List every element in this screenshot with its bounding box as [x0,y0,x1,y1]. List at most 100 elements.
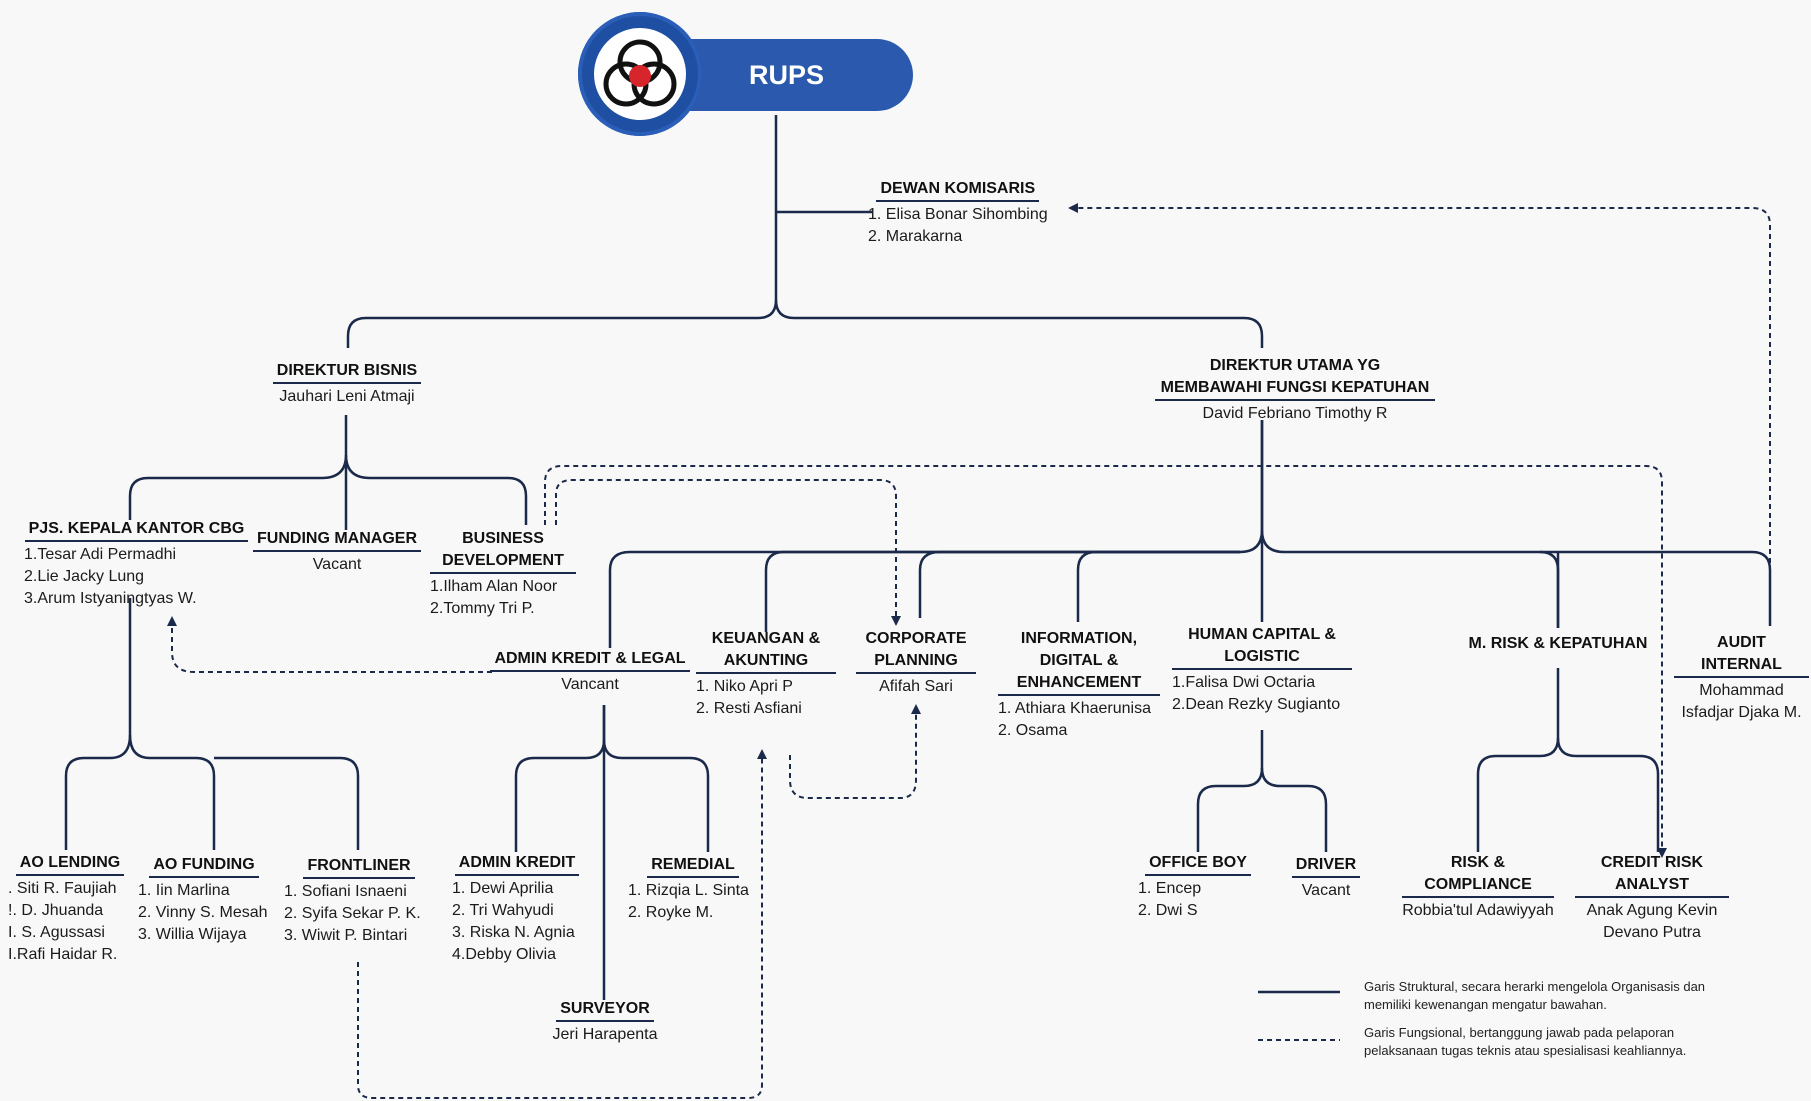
member-line: . Siti R. Faujiah [8,880,117,897]
office-boy-members: 1. Encep 2. Dwi S [1138,878,1258,922]
member-line: 1.Falisa Dwi Octaria [1172,674,1316,691]
office-boy-box: OFFICE BOY 1. Encep 2. Dwi S [1138,852,1258,922]
funding-manager-title: FUNDING MANAGER [253,528,421,552]
funding-manager-box: FUNDING MANAGER Vacant [252,528,422,576]
funding-manager-name: Vacant [312,556,362,573]
audit-internal-title: AUDIT INTERNAL [1674,632,1809,678]
dewan-komisaris-box: DEWAN KOMISARIS 1. Elisa Bonar Sihombing… [868,178,1048,248]
frontliner-title: FRONTLINER [303,855,415,879]
keuangan-title: KEUANGAN & AKUNTING [696,628,836,674]
risk-compliance-name: Robbia'tul Adawiyyah [1402,902,1554,919]
driver-box: DRIVER Vacant [1270,854,1382,902]
remedial-members: 1. Rizqia L. Sinta 2. Royke M. [628,880,758,924]
direktur-utama-title: DIREKTUR UTAMA YG MEMBAWAHI FUNGSI KEPAT… [1155,355,1435,401]
audit-internal-members: Mohammad Isfadjar Djaka M. [1674,680,1809,724]
credit-risk-members: Anak Agung Kevin Devano Putra [1572,900,1732,944]
corporate-planning-title: CORPORATE PLANNING [856,628,976,674]
human-capital-members: 1.Falisa Dwi Octaria 2.Dean Rezky Sugian… [1172,672,1352,716]
member-line: I.Rafi Haidar R. [8,946,118,963]
member-line: 3. Riska N. Agnia [452,924,575,941]
corporate-planning-name: Afifah Sari [879,678,953,695]
member-line: 4.Debby Olivia [452,946,557,963]
ao-lending-title: AO LENDING [15,852,125,876]
member-line: 2. Royke M. [628,904,714,921]
admin-kredit-title: ADMIN KREDIT [454,852,580,876]
driver-title: DRIVER [1291,854,1361,878]
member-line: 1. Iin Marlina [138,882,230,899]
pjs-members: 1.Tesar Adi Permadhi 2.Lie Jacky Lung 3.… [24,544,249,610]
rups-header: RUPS [578,12,913,136]
ao-lending-members: . Siti R. Faujiah !. D. Jhuanda I. S. Ag… [8,878,132,966]
ao-funding-title: AO FUNDING [149,854,259,878]
member-line: 2.Dean Rezky Sugianto [1172,696,1341,713]
corporate-planning-box: CORPORATE PLANNING Afifah Sari [856,628,976,698]
direktur-utama-name: David Febriano Timothy R [1202,405,1388,422]
pjs-kepala-kantor-box: PJS. KEPALA KANTOR CBG 1.Tesar Adi Perma… [24,518,249,610]
member-line: 2.Tommy Tri P. [430,600,535,617]
surveyor-title: SURVEYOR [556,998,654,1022]
frontliner-box: FRONTLINER 1. Sofiani Isnaeni 2. Syifa S… [284,855,434,947]
member-line: I. S. Agussasi [8,924,105,941]
admin-kredit-box: ADMIN KREDIT 1. Dewi Aprilia 2. Tri Wahy… [452,852,582,966]
credit-risk-title: CREDIT RISK ANALYST [1575,852,1729,898]
office-boy-title: OFFICE BOY [1145,852,1251,876]
direktur-bisnis-box: DIREKTUR BISNIS Jauhari Leni Atmaji [264,360,430,408]
ao-funding-members: 1. Iin Marlina 2. Vinny S. Mesah 3. Will… [138,880,270,946]
member-line: Devano Putra [1603,924,1701,941]
member-line: Anak Agung Kevin [1586,902,1718,919]
m-risk-box: M. RISK & KEPATUHAN [1454,633,1662,655]
credit-risk-analyst-box: CREDIT RISK ANALYST Anak Agung Kevin Dev… [1572,852,1732,944]
member-line: Isfadjar Djaka M. [1681,704,1802,721]
company-logo [578,12,702,136]
member-line: 2. Syifa Sekar P. K. [284,905,421,922]
legend-structural: Garis Struktural, secara herarki mengelo… [1364,979,1706,1012]
direktur-utama-box: DIREKTUR UTAMA YG MEMBAWAHI FUNGSI KEPAT… [1150,355,1440,425]
remedial-box: REMEDIAL 1. Rizqia L. Sinta 2. Royke M. [628,854,758,924]
logo-emblem-icon [594,28,686,120]
legend-functional: Garis Fungsional, bertanggung jawab pada… [1364,1025,1687,1058]
member-line: 3. Willia Wijaya [138,926,247,943]
member-line: 2. Tri Wahyudi [452,902,554,919]
pjs-title: PJS. KEPALA KANTOR CBG [24,518,249,542]
member-line: 1.Ilham Alan Noor [430,578,558,595]
dewan-komisaris-members: 1. Elisa Bonar Sihombing 2. Marakarna [868,204,1048,248]
information-title: INFORMATION, DIGITAL & ENHANCEMENT [998,628,1160,696]
member-line: 1. Sofiani Isnaeni [284,883,407,900]
member-line: 2.Lie Jacky Lung [24,568,145,585]
dewan-komisaris-title: DEWAN KOMISARIS [876,178,1040,202]
direktur-bisnis-title: DIREKTUR BISNIS [272,360,422,384]
member-line: 2. Osama [998,722,1068,739]
ao-funding-box: AO FUNDING 1. Iin Marlina 2. Vinny S. Me… [138,854,270,946]
audit-internal-box: AUDIT INTERNAL Mohammad Isfadjar Djaka M… [1674,632,1809,724]
member-line: 1. Dewi Aprilia [452,880,554,897]
business-development-members: 1.Ilham Alan Noor 2.Tommy Tri P. [430,576,576,620]
information-members: 1. Athiara Khaerunisa 2. Osama [998,698,1160,742]
member-line: 1. Rizqia L. Sinta [628,882,749,899]
member-line: 3. Wiwit P. Bintari [284,927,408,944]
human-capital-title: HUMAN CAPITAL & LOGISTIC [1172,624,1352,670]
admin-kredit-legal-name: Vancant [561,676,619,693]
direktur-bisnis-name: Jauhari Leni Atmaji [279,388,415,405]
keuangan-members: 1. Niko Apri P 2. Resti Asfiani [696,676,836,720]
member-line: 2. Marakarna [868,228,963,245]
remedial-title: REMEDIAL [647,854,739,878]
business-development-box: BUSINESS DEVELOPMENT 1.Ilham Alan Noor 2… [430,528,576,620]
member-line: 1. Athiara Khaerunisa [998,700,1151,717]
driver-name: Vacant [1301,882,1351,899]
admin-kredit-legal-title: ADMIN KREDIT & LEGAL [490,648,690,672]
frontliner-members: 1. Sofiani Isnaeni 2. Syifa Sekar P. K. … [284,881,434,947]
ao-lending-box: AO LENDING . Siti R. Faujiah !. D. Jhuan… [8,852,132,966]
member-line: 1.Tesar Adi Permadhi [24,546,177,563]
surveyor-name: Jeri Harapenta [552,1026,658,1043]
member-line: Mohammad [1699,682,1784,699]
risk-compliance-title: RISK & COMPLIANCE [1402,852,1554,898]
functional-lines [171,207,1771,1099]
surveyor-box: SURVEYOR Jeri Harapenta [540,998,670,1046]
admin-kredit-members: 1. Dewi Aprilia 2. Tri Wahyudi 3. Riska … [452,878,582,966]
member-line: 1. Elisa Bonar Sihombing [868,206,1048,223]
m-risk-title: M. RISK & KEPATUHAN [1468,635,1648,652]
member-line: 2. Dwi S [1138,902,1198,919]
member-line: 2. Vinny S. Mesah [138,904,268,921]
human-capital-box: HUMAN CAPITAL & LOGISTIC 1.Falisa Dwi Oc… [1172,624,1352,716]
